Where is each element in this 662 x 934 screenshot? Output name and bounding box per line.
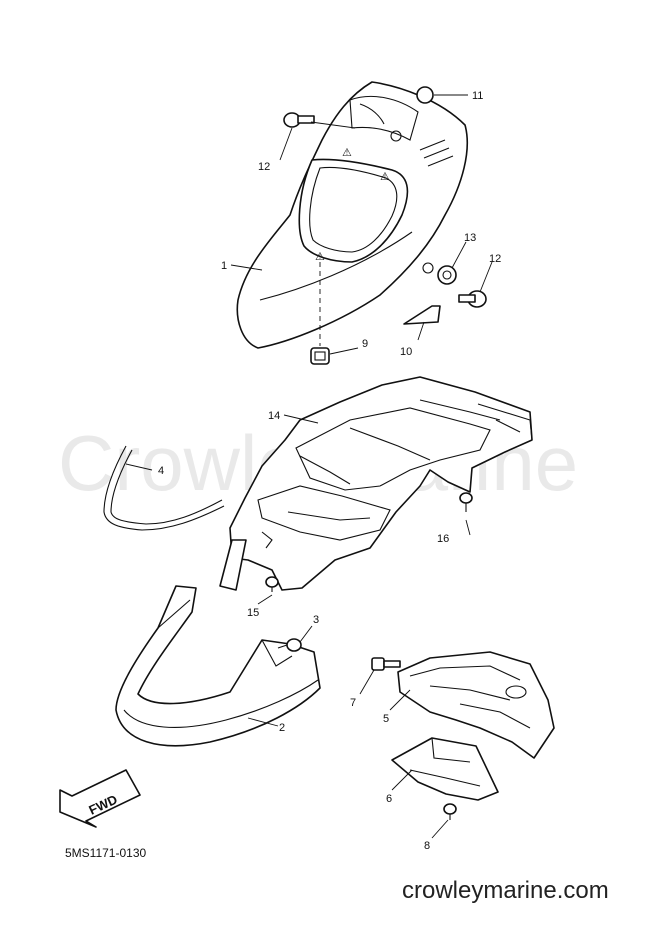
callout-13: 13 bbox=[464, 232, 476, 244]
site-footer: crowleymarine.com bbox=[402, 877, 609, 904]
warning-symbol-icon: ⚠ bbox=[342, 147, 352, 159]
callout-11: 11 bbox=[472, 90, 483, 102]
callout-16: 16 bbox=[437, 533, 449, 545]
part-6-plate[interactable] bbox=[391, 737, 499, 801]
callout-3: 3 bbox=[313, 614, 319, 626]
part-5-duct-cover[interactable] bbox=[397, 651, 555, 759]
callout-12-top: 12 bbox=[258, 161, 270, 173]
warning-symbol-icon: ⚠ bbox=[380, 171, 390, 183]
callout-8: 8 bbox=[424, 840, 430, 852]
part-3-screw[interactable] bbox=[277, 638, 302, 652]
callout-1: 1 bbox=[221, 260, 227, 272]
part-9-grommet[interactable] bbox=[310, 347, 330, 365]
callout-7: 7 bbox=[350, 697, 356, 709]
part-11-plug[interactable] bbox=[416, 86, 434, 104]
callout-6: 6 bbox=[386, 793, 392, 805]
callout-5: 5 bbox=[383, 713, 389, 725]
diagram-code: 5MS1171-0130 bbox=[65, 846, 146, 860]
part-4-seal-strip[interactable] bbox=[103, 445, 225, 531]
part-13-washer[interactable] bbox=[437, 265, 457, 285]
callout-12-right: 12 bbox=[489, 253, 501, 265]
part-12-screw-top[interactable] bbox=[283, 112, 315, 128]
part-7-bolt[interactable] bbox=[371, 657, 401, 671]
warning-symbol-icon: ⚠ bbox=[315, 251, 325, 263]
part-15-fastener[interactable] bbox=[265, 576, 279, 592]
callout-15: 15 bbox=[247, 607, 259, 619]
fwd-arrow-icon: FWD bbox=[59, 769, 141, 828]
part-1-front-cowling[interactable]: ⚠ ⚠ ⚠ bbox=[236, 81, 469, 349]
callout-9: 9 bbox=[362, 338, 368, 350]
leader-lines bbox=[125, 94, 493, 839]
part-14-inner-panel[interactable] bbox=[219, 376, 533, 591]
callout-10: 10 bbox=[400, 346, 412, 358]
part-12-screw-right[interactable] bbox=[458, 290, 487, 308]
callout-14: 14 bbox=[268, 410, 280, 422]
part-8-screw[interactable] bbox=[443, 803, 457, 820]
callout-4: 4 bbox=[158, 465, 164, 477]
part-16-fastener[interactable] bbox=[459, 492, 473, 512]
part-2-lower-cover[interactable] bbox=[115, 585, 321, 747]
part-10-label[interactable] bbox=[403, 305, 441, 325]
callout-labels: 11 12 1 13 12 10 9 14 4 16 15 3 2 7 5 6 … bbox=[158, 90, 501, 852]
callout-2: 2 bbox=[279, 722, 285, 734]
